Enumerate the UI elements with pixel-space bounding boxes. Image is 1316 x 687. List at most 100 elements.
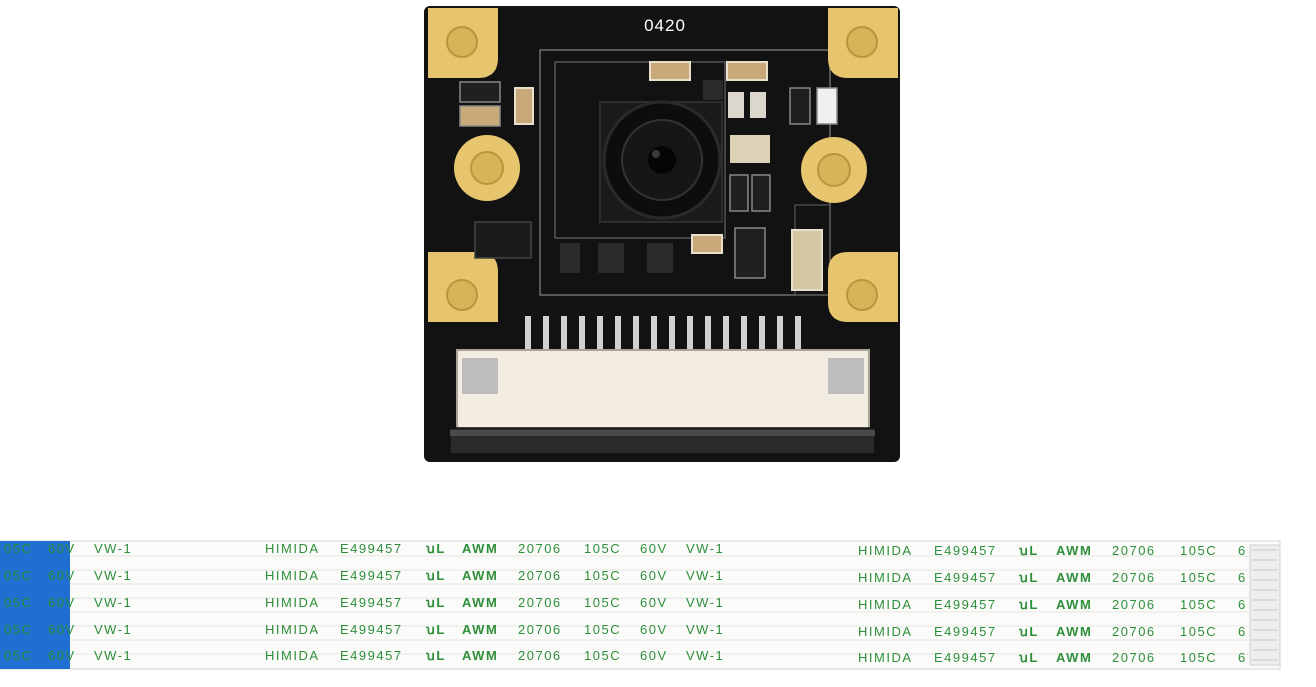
cable-text-b: 105C	[1180, 624, 1217, 639]
cable-text-b: 6	[1238, 597, 1247, 612]
cable-text-left: VW-1	[94, 648, 132, 663]
ul-mark-icon: ꭒL	[425, 648, 446, 663]
cable-text-left: 05C	[4, 622, 32, 637]
cable-text-a: VW-1	[686, 622, 724, 637]
cable-text-b: AWM	[1056, 570, 1092, 585]
cable-text-a: 60V	[640, 568, 668, 583]
cable-text-b: 20706	[1112, 570, 1156, 585]
cable-text-b: E499457	[934, 597, 997, 612]
cable-text-left: 60V	[48, 541, 76, 556]
cable-text-a: E499457	[340, 595, 403, 610]
cable-text-b: 105C	[1180, 570, 1217, 585]
camera-lens	[599, 100, 723, 223]
ul-mark-icon: ꭒL	[1018, 597, 1039, 612]
fpc-connector	[449, 349, 876, 455]
cable-text-left: 05C	[4, 568, 32, 583]
cable-text-b: 20706	[1112, 624, 1156, 639]
cable-text-b: HIMIDA	[858, 624, 913, 639]
cable-text-b: AWM	[1056, 597, 1092, 612]
cable-text-left: VW-1	[94, 568, 132, 583]
cable-text-left: 60V	[48, 568, 76, 583]
cable-text-a: E499457	[340, 541, 403, 556]
cable-text-a: E499457	[340, 648, 403, 663]
cable-text-a: 20706	[518, 541, 562, 556]
cable-text-b: HIMIDA	[858, 650, 913, 665]
pcb-silkscreen-label: 0420	[644, 16, 686, 35]
cable-text-a: 20706	[518, 622, 562, 637]
cable-text-b: AWM	[1056, 624, 1092, 639]
cable-text-left: 05C	[4, 541, 32, 556]
mounting-holes	[428, 8, 898, 322]
cable-text-b: HIMIDA	[858, 570, 913, 585]
cable-text-a: 20706	[518, 568, 562, 583]
cable-text-a: AWM	[462, 622, 498, 637]
cable-text-a: VW-1	[686, 648, 724, 663]
cable-text-a: E499457	[340, 622, 403, 637]
cable-text-a: HIMIDA	[265, 622, 320, 637]
cable-text-b: E499457	[934, 570, 997, 585]
ul-mark-icon: ꭒL	[1018, 650, 1039, 665]
cable-text-a: VW-1	[686, 541, 724, 556]
cable-text-a: AWM	[462, 648, 498, 663]
lens-outline	[554, 61, 726, 239]
cable-text-left: VW-1	[94, 622, 132, 637]
cable-text-a: E499457	[340, 568, 403, 583]
cable-text-a: 105C	[584, 622, 621, 637]
cable-text-b: HIMIDA	[858, 597, 913, 612]
cable-text-a: AWM	[462, 595, 498, 610]
cable-text-b: 6	[1238, 624, 1247, 639]
cable-text-a: 60V	[640, 622, 668, 637]
cable-text-left: 05C	[4, 648, 32, 663]
cable-text-left: 60V	[48, 648, 76, 663]
cable-text-a: HIMIDA	[265, 541, 320, 556]
cable-text-a: 105C	[584, 541, 621, 556]
cable-text-b: HIMIDA	[858, 543, 913, 558]
ul-mark-icon: ꭒL	[425, 595, 446, 610]
cable-text-b: 6	[1238, 570, 1247, 585]
cable-text-b: 105C	[1180, 543, 1217, 558]
cable-text-b: E499457	[934, 624, 997, 639]
cable-text-a: HIMIDA	[265, 648, 320, 663]
cable-text-b: E499457	[934, 650, 997, 665]
cable-text-b: 20706	[1112, 597, 1156, 612]
cable-text-a: HIMIDA	[265, 595, 320, 610]
cable-text-a: 20706	[518, 648, 562, 663]
cable-stiffener-blue	[0, 541, 70, 669]
cable-text-b: 105C	[1180, 597, 1217, 612]
cable-text-left: 60V	[48, 622, 76, 637]
cable-text-a: AWM	[462, 568, 498, 583]
ul-mark-icon: ꭒL	[1018, 570, 1039, 585]
ul-mark-icon: ꭒL	[1018, 624, 1039, 639]
cable-text-a: 60V	[640, 541, 668, 556]
cable-text-left: 60V	[48, 595, 76, 610]
connector-pins	[525, 316, 801, 356]
cable-text-a: 105C	[584, 595, 621, 610]
cable-text-a: 60V	[640, 648, 668, 663]
cable-text-b: 6	[1238, 543, 1247, 558]
cable-text-a: 105C	[584, 568, 621, 583]
ul-mark-icon: ꭒL	[425, 622, 446, 637]
cable-text-left: VW-1	[94, 541, 132, 556]
cable-text-b: AWM	[1056, 543, 1092, 558]
camera-pcb-board	[424, 6, 900, 462]
cable-text-b: E499457	[934, 543, 997, 558]
cable-text-left: VW-1	[94, 595, 132, 610]
cable-text-a: HIMIDA	[265, 568, 320, 583]
cable-text-b: 20706	[1112, 543, 1156, 558]
cable-text-b: 6	[1238, 650, 1247, 665]
cable-text-b: AWM	[1056, 650, 1092, 665]
cable-text-a: AWM	[462, 541, 498, 556]
smd-components	[459, 61, 838, 291]
cable-text-a: 60V	[640, 595, 668, 610]
cable-text-a: VW-1	[686, 568, 724, 583]
cable-text-b: 20706	[1112, 650, 1156, 665]
cable-text-b: 105C	[1180, 650, 1217, 665]
cable-text-a: VW-1	[686, 595, 724, 610]
cable-text-left: 05C	[4, 595, 32, 610]
cable-text-a: 105C	[584, 648, 621, 663]
ul-mark-icon: ꭒL	[425, 541, 446, 556]
